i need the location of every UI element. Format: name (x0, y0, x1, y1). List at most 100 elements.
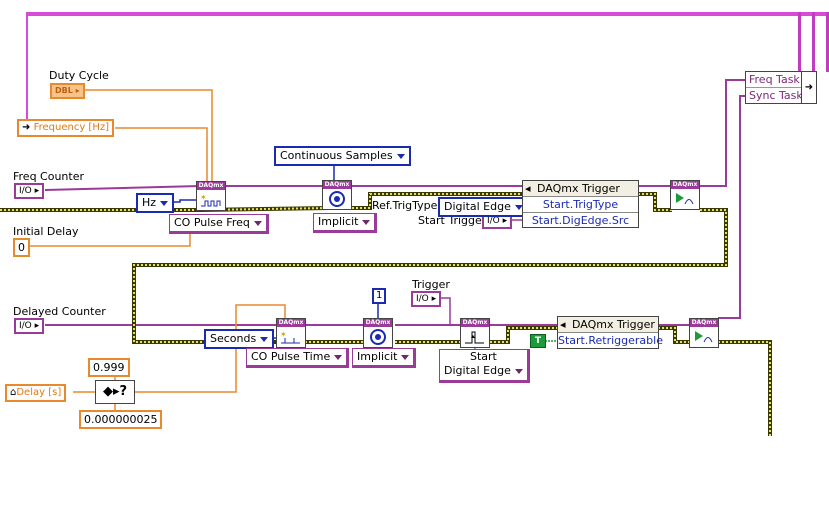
pulse-train-icon: ✶ (199, 192, 223, 208)
io-tag: I/O (19, 186, 32, 196)
daqmx-create-channel-freq[interactable]: DAQmx ✶ (196, 181, 226, 211)
constant-small[interactable]: 0.000000025 (79, 410, 163, 429)
timing-implicit-ring-2[interactable]: Implicit (352, 348, 417, 368)
trigger-control[interactable]: I/O ▸ (411, 291, 442, 307)
initial-delay-label: Initial Delay (13, 225, 79, 238)
implicit-text-1: Implicit (318, 215, 359, 228)
daqmx-tag-3: DAQmx (671, 181, 699, 189)
daqmx-trigger-vi[interactable]: DAQmx (460, 318, 490, 348)
daqmx-start-task-2[interactable]: DAQmx (689, 318, 719, 348)
implicit-text-2: Implicit (357, 350, 398, 363)
daqmx-tag-2: DAQmx (323, 181, 351, 189)
right-rail-3 (826, 12, 829, 72)
right-rail-2 (812, 12, 815, 72)
co-pulse-freq-text: CO Pulse Freq (174, 216, 250, 229)
freq-counter-control[interactable]: I/O ▸ (14, 183, 45, 199)
play-icon (692, 329, 716, 345)
delay-local-label: Delay [s] (16, 387, 62, 398)
frequency-local-variable[interactable]: ➜ Frequency [Hz] (17, 119, 114, 137)
daqmx-timing-2[interactable]: DAQmx (363, 318, 393, 348)
delayed-counter-label: Delayed Counter (13, 305, 106, 318)
digital-edge-text: Digital Edge (444, 200, 511, 213)
start-digedge-src-row[interactable]: Start.DigEdge.Src (531, 214, 630, 227)
sample-mode-ring[interactable]: Continuous Samples (274, 146, 411, 166)
frequency-wire (115, 127, 208, 182)
io-tag-2: I/O (19, 321, 32, 331)
co-pulse-freq-ring[interactable]: CO Pulse Freq (169, 214, 269, 234)
chevron-down-icon (396, 153, 405, 159)
daqmx-tag-4: DAQmx (277, 319, 305, 327)
arrow-right-icon: ➜ (804, 82, 814, 93)
chevron-down-icon (334, 354, 343, 360)
plug-icon: ◂ (525, 182, 531, 195)
io-tag-3: I/O (416, 294, 429, 304)
start-text: Start (469, 350, 497, 363)
chevron-down-icon (253, 220, 262, 226)
trig-type-ring[interactable]: Digital Edge (438, 197, 529, 217)
chevron-down-icon (514, 204, 523, 210)
freq-task-wire (44, 79, 745, 191)
node-title-1: ◂DAQmx Trigger (523, 181, 638, 197)
digital-edge-text-2: Digital Edge (444, 364, 523, 378)
freq-task-element: Freq Task (746, 72, 802, 88)
constant-1[interactable]: 1 (372, 288, 387, 304)
duty-cycle-wire (82, 89, 213, 182)
play-icon (673, 191, 697, 207)
continuous-samples-text: Continuous Samples (280, 149, 393, 162)
chevron-down-icon (514, 368, 523, 374)
freq-counter-label: Freq Counter (13, 170, 85, 183)
node-title-2: ◂DAQmx Trigger (558, 317, 658, 333)
initial-delay-control[interactable]: 0 (13, 238, 30, 257)
trigger-edge-icon (463, 329, 487, 345)
start-digital-edge-ring[interactable]: Start Digital Edge (439, 349, 530, 383)
start-trigger-control[interactable]: I/O ▸ (482, 213, 513, 229)
while-loop-border (26, 12, 826, 16)
plug-icon: ◂ (560, 318, 566, 331)
daqmx-timing-1[interactable]: DAQmx (322, 180, 352, 210)
hz-text: Hz (142, 196, 157, 209)
start-retriggerable-row[interactable]: Start.Retriggerable (558, 334, 663, 347)
duty-cycle-control[interactable]: DBL ▸ (50, 83, 85, 99)
delayed-counter-control[interactable]: I/O ▸ (14, 318, 45, 334)
delay-local-variable[interactable]: ⌂Delay [s] (5, 384, 67, 402)
coerce-icon: ◆▸? (102, 384, 128, 399)
constant-0999[interactable]: 0.999 (88, 358, 130, 377)
true-constant[interactable]: T (530, 334, 546, 348)
delayed-task-wire (45, 95, 745, 326)
daqmx-tag-7: DAQmx (690, 319, 718, 327)
ref-trig-type-label: Ref.TrigType (372, 199, 438, 212)
svg-text:✶: ✶ (200, 193, 207, 202)
in-range-coerce-node[interactable]: ◆▸? (95, 380, 135, 404)
co-pulse-time-ring[interactable]: CO Pulse Time (246, 348, 350, 368)
sync-task-element: Sync Task (749, 89, 803, 102)
error-wire-top-core (0, 193, 771, 436)
units-ring-hz[interactable]: Hz (136, 193, 175, 213)
co-pulse-time-text: CO Pulse Time (251, 350, 331, 363)
daqmx-tag-1: DAQmx (197, 182, 225, 190)
chevron-down-icon (362, 219, 371, 225)
duty-cycle-label: Duty Cycle (49, 69, 109, 82)
timing-implicit-ring-1[interactable]: Implicit (313, 213, 378, 233)
delay-wire (73, 304, 286, 393)
io-tag-4: I/O (487, 216, 500, 226)
frequency-local-label: Frequency [Hz] (33, 122, 109, 133)
daqmx-trigger-property-node-2[interactable]: ◂DAQmx Trigger Start.Retriggerable (557, 316, 663, 349)
task-bundle[interactable]: Freq Task Sync Task (745, 71, 803, 104)
trigger-io-wire (440, 297, 462, 326)
daqmx-trigger-property-node-1[interactable]: ◂DAQmx Trigger Start.TrigType Start.DigE… (522, 180, 639, 228)
chevron-down-icon (160, 200, 169, 206)
seconds-text: Seconds (210, 332, 257, 345)
daqmx-create-channel-time[interactable]: DAQmx ✶ (276, 318, 306, 348)
home-icon: ⌂ (10, 387, 17, 398)
chevron-down-icon (401, 354, 410, 360)
clock-icon (325, 191, 349, 207)
clock-icon (366, 329, 390, 345)
trigger-label: Trigger (412, 278, 450, 291)
start-trig-type-row[interactable]: Start.TrigType (523, 197, 638, 213)
chevron-down-icon (260, 336, 269, 342)
dbl-tag: DBL (55, 86, 73, 95)
daqmx-start-task-1[interactable]: DAQmx (670, 180, 700, 210)
units-ring-seconds[interactable]: Seconds (204, 329, 275, 349)
bundle-output-terminal[interactable]: ➜ (801, 71, 817, 104)
